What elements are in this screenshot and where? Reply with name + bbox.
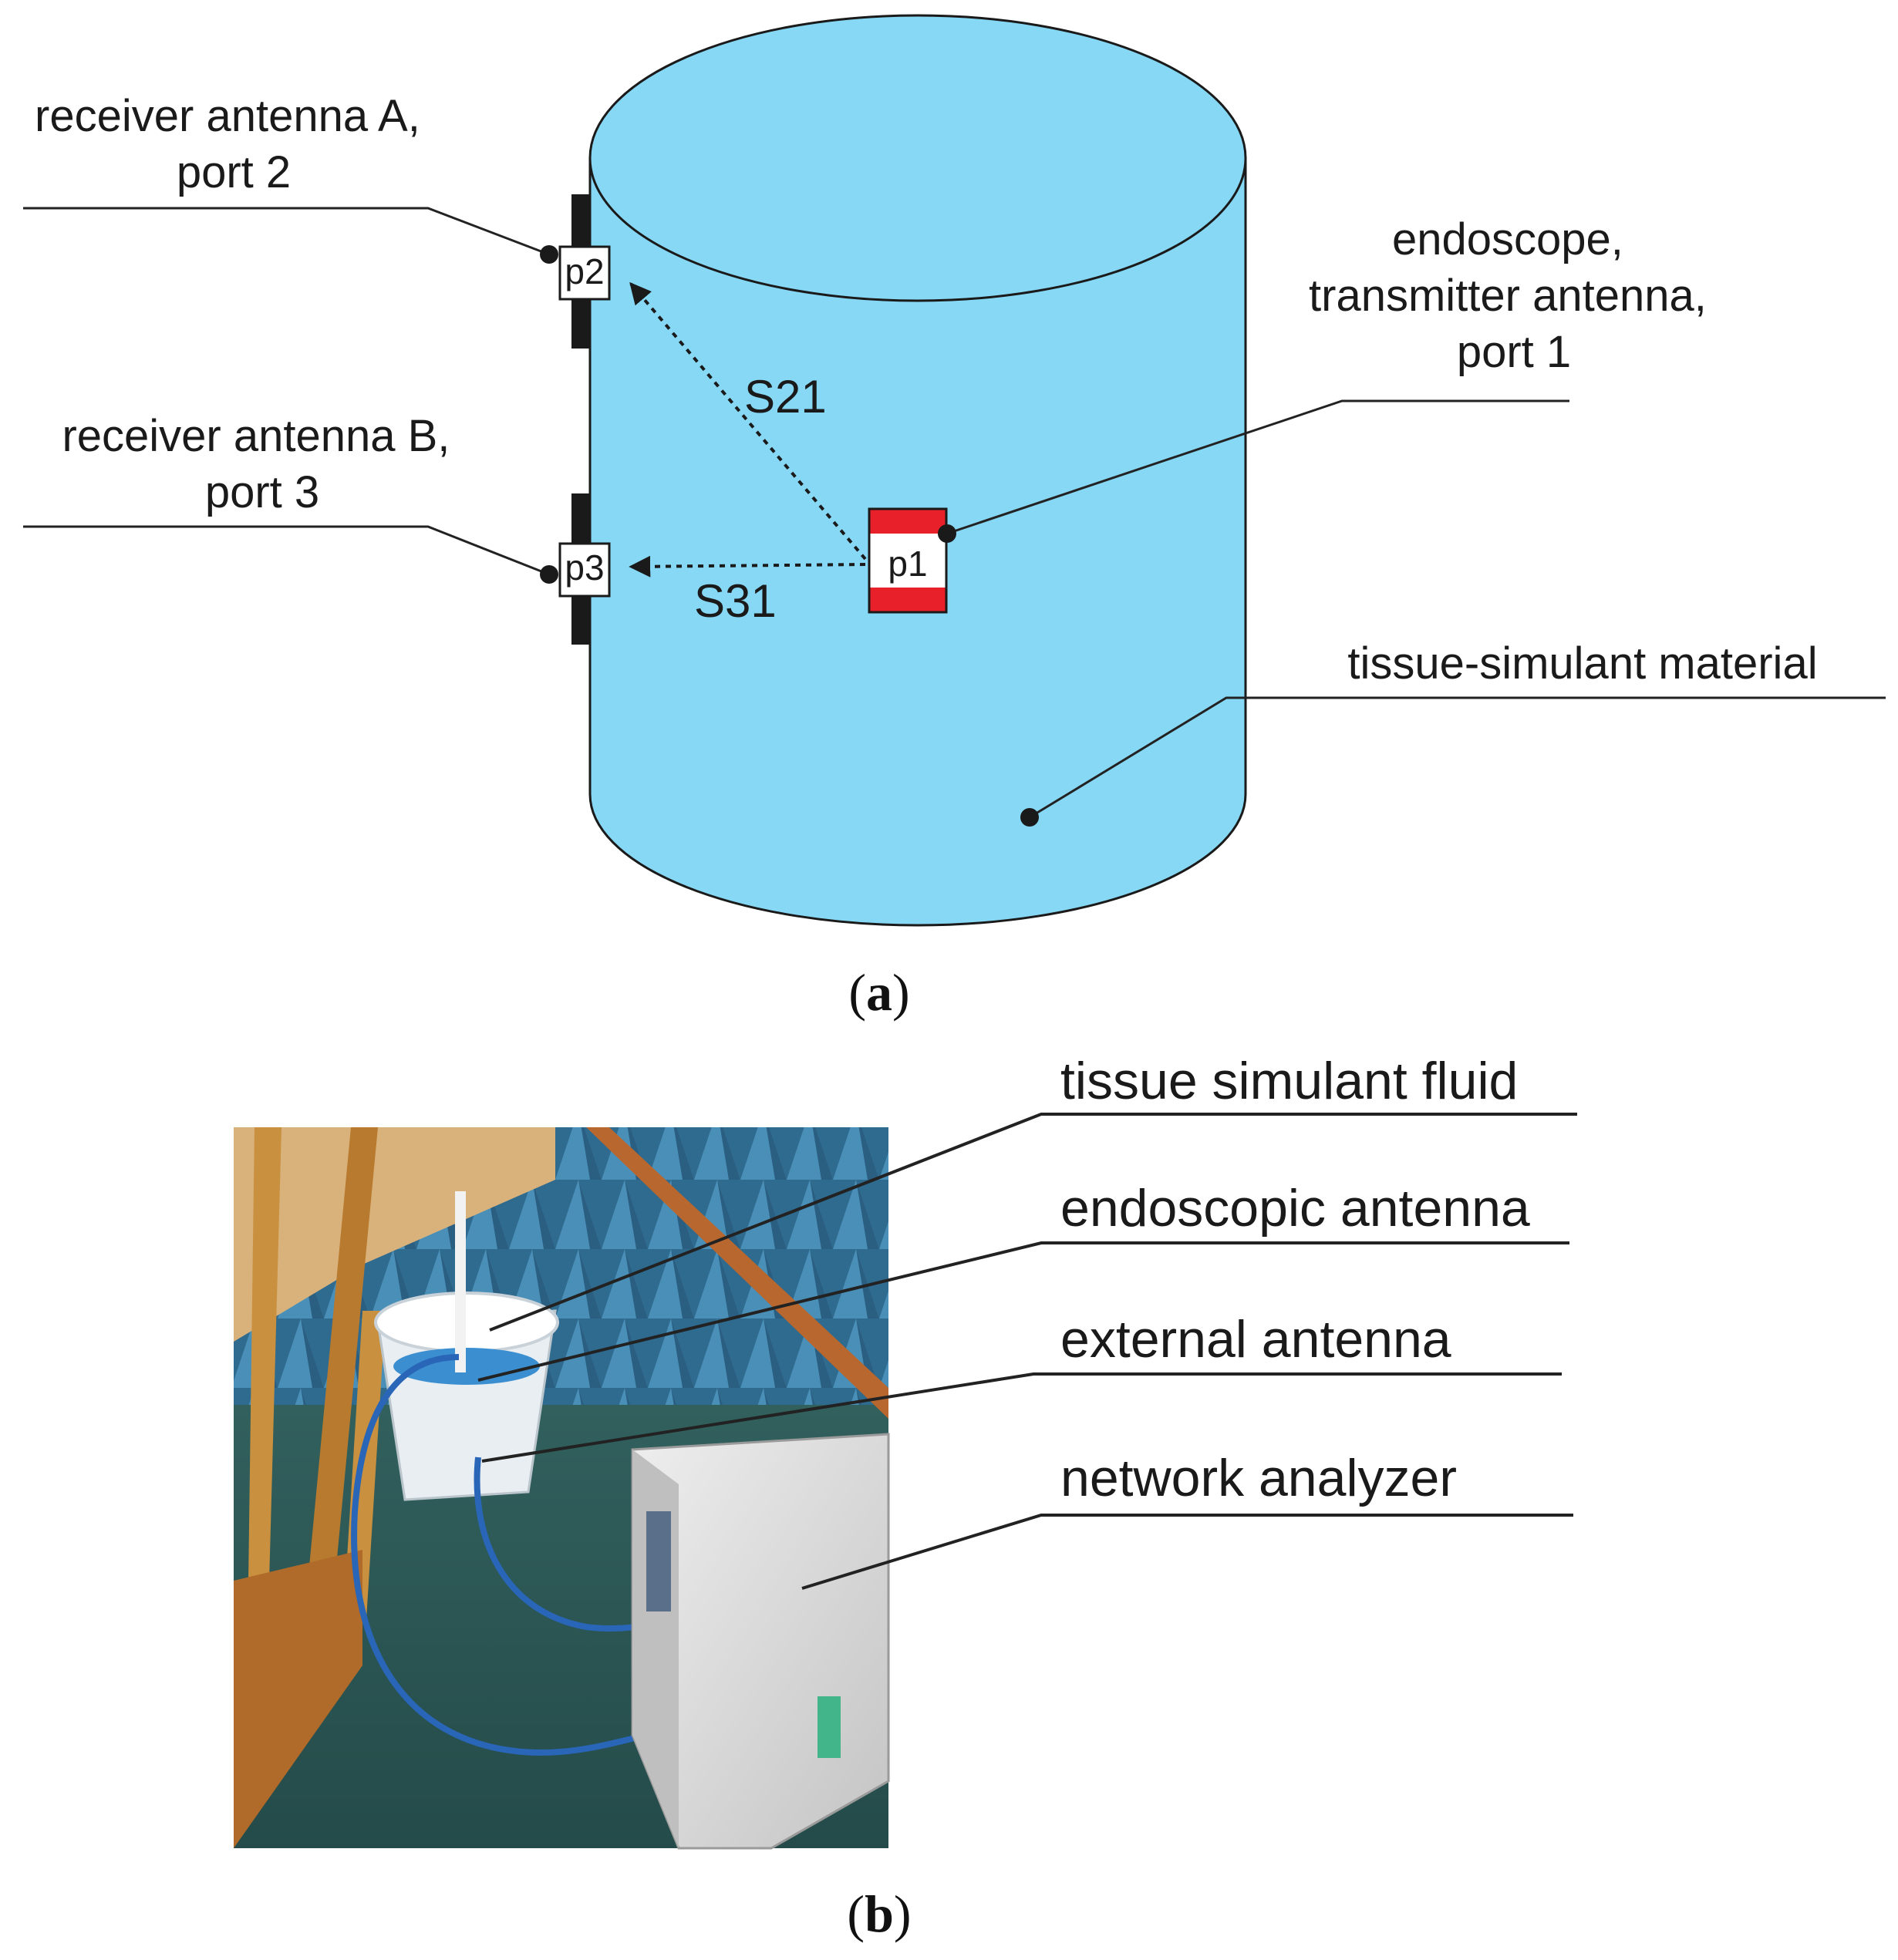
port-p3-box: [558, 542, 611, 598]
wooden-stand-base: [234, 1550, 362, 1848]
panel-a-diagram: p2 p3 p1 S21 S31 receiver antenna A, por…: [23, 14, 1886, 1022]
wooden-board: [234, 1127, 555, 1342]
s31-label: S31: [694, 575, 777, 627]
absorber-edge-strip: [586, 1127, 888, 1419]
network-analyzer-screen: [646, 1511, 671, 1611]
panel-a-caption: (a): [848, 963, 909, 1022]
panel-b-letter: b: [865, 1884, 894, 1943]
port-p1-label: p1: [888, 544, 927, 584]
transmitter-antenna-band-bottom: [869, 588, 946, 612]
material-label: tissue-simulant material: [1347, 638, 1817, 689]
callout-external-label: external antenna: [1060, 1310, 1451, 1369]
receiver-b-leader: [23, 525, 550, 576]
callout-leader-analyzer: [801, 1514, 1573, 1590]
callout-leader-external: [481, 1372, 1562, 1463]
receiver-a-label-line2: port 2: [177, 147, 291, 197]
panel-b-close-paren: ): [894, 1884, 912, 1943]
receiver-b-label-line1: receiver antenna B,: [62, 411, 450, 461]
receiver-a-leader: [23, 207, 550, 256]
panel-a-close-paren: ): [892, 963, 910, 1022]
receiver-a-label-line1: receiver antenna A,: [35, 91, 420, 141]
transmitter-antenna-outline: [868, 507, 948, 614]
transmitter-label-line1: endoscope,: [1392, 214, 1623, 264]
port-p2-box: [558, 245, 611, 301]
panel-a-open-paren: (: [848, 963, 866, 1022]
transmitter-antenna-body: [869, 534, 946, 588]
s21-label: S21: [744, 371, 827, 423]
receiver-a-dot: [540, 245, 558, 264]
cable-endoscopic: [351, 1354, 699, 1756]
callout-fluid-label: tissue simulant fluid: [1060, 1052, 1518, 1110]
panel-b-photo: tissue simulant fluid endoscopic antenna…: [234, 1052, 1577, 1943]
tissue-cylinder-top: [588, 14, 1247, 302]
transmitter-leader: [946, 399, 1569, 535]
callout-leader-fluid: [489, 1113, 1577, 1332]
transmitter-dot: [938, 524, 956, 543]
receiver-a-label: receiver antenna A, port 2: [35, 91, 433, 197]
material-dot: [1020, 808, 1039, 827]
panel-b-caption: (b): [847, 1884, 911, 1943]
transmitter-label: endoscope, transmitter antenna, port 1: [1309, 214, 1719, 377]
material-leader: [1029, 696, 1886, 819]
panel-a-letter: a: [866, 963, 892, 1022]
port-p2-label: p2: [565, 251, 604, 291]
receiver-b-label-line2: port 3: [205, 467, 319, 517]
wooden-stand-leg-main: [297, 1127, 378, 1696]
transmitter-label-line3: port 1: [1457, 327, 1571, 377]
panel-b-open-paren: (: [847, 1884, 865, 1943]
receiver-b-dot: [540, 565, 558, 584]
transmitter-label-line2: transmitter antenna,: [1309, 271, 1707, 321]
callout-analyzer-label: network analyzer: [1060, 1449, 1457, 1507]
port-p3-label: p3: [565, 547, 604, 588]
network-analyzer-handle: [818, 1696, 841, 1758]
callout-endoscopic-label: endoscopic antenna: [1060, 1179, 1530, 1238]
bucket-rim: [374, 1292, 559, 1353]
s31-arrow: [629, 555, 866, 578]
transmitter-antenna-band-top: [869, 509, 946, 534]
cable-external: [474, 1457, 656, 1632]
wooden-stand-leg-left: [247, 1127, 281, 1696]
support-rod: [455, 1191, 466, 1372]
receiver-b-label: receiver antenna B, port 3: [62, 411, 462, 517]
callout-leader-endoscopic: [477, 1241, 1569, 1382]
